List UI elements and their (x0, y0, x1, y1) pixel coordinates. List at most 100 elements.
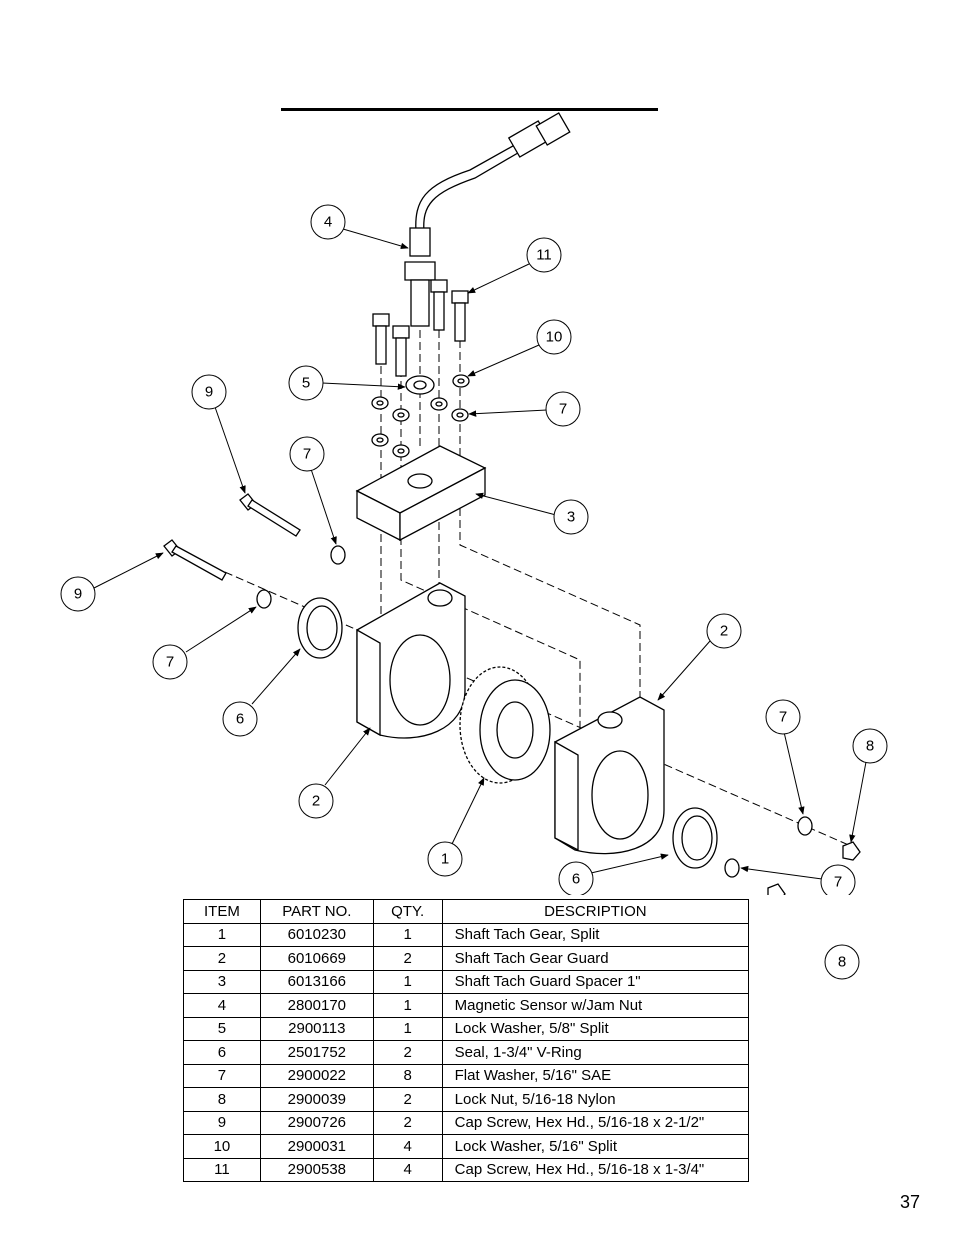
callout-balloon: 8 (852, 728, 888, 764)
header-item: ITEM (183, 899, 261, 924)
table-header-row: ITEM PART NO. QTY. DESCRIPTION (183, 899, 750, 924)
callout-balloon: 7 (152, 644, 188, 680)
callout-balloon: 9 (191, 374, 227, 410)
callout-balloon: 7 (765, 699, 801, 735)
cell-description: Cap Screw, Hex Hd., 5/16-18 x 1-3/4" (441, 1157, 750, 1182)
callout-label: 2 (720, 623, 728, 640)
cell-part-no: 2800170 (259, 993, 374, 1018)
lower-callout-layer: 8 (824, 944, 860, 980)
cell-qty: 2 (372, 1040, 443, 1065)
cell-part-no: 2501752 (259, 1040, 374, 1065)
callout-balloon: 10 (536, 319, 572, 355)
callout-balloon: 7 (820, 864, 856, 895)
callout-label: 7 (303, 446, 311, 463)
callout-balloon: 7 (289, 436, 325, 472)
cell-part-no: 2900538 (259, 1157, 374, 1182)
callout-label: 2 (312, 793, 320, 810)
cell-qty: 4 (372, 1134, 443, 1159)
callout-label: 1 (441, 851, 449, 868)
cell-qty: 2 (372, 946, 443, 971)
callout-balloon: 6 (558, 861, 594, 895)
callout-label: 4 (324, 214, 332, 231)
callout-label: 6 (572, 871, 580, 888)
cell-description: Shaft Tach Gear Guard (441, 946, 750, 971)
callout-label: 11 (536, 247, 552, 264)
cell-part-no: 2900726 (259, 1110, 374, 1135)
cell-description: Flat Washer, 5/16" SAE (441, 1063, 750, 1088)
bolt-centerline (459, 340, 641, 700)
callout-label: 10 (546, 329, 563, 346)
flat-washer-part (256, 589, 272, 609)
cell-description: Shaft Tach Gear, Split (441, 922, 750, 947)
cell-description: Lock Nut, 5/16-18 Nylon (441, 1087, 750, 1112)
callout-label: 7 (834, 874, 842, 891)
cell-qty: 8 (372, 1063, 443, 1088)
callout-balloon: 7 (545, 391, 581, 427)
cell-part-no: 2900039 (259, 1087, 374, 1112)
title-rule (281, 108, 658, 111)
bolt-centerline (400, 345, 581, 745)
cell-description: Seal, 1-3/4" V-Ring (441, 1040, 750, 1065)
header-part-no: PART NO. (259, 899, 374, 924)
cell-item: 9 (183, 1110, 261, 1135)
cell-qty: 2 (372, 1087, 443, 1112)
callout-balloon: 8 (824, 944, 860, 980)
cell-qty: 2 (372, 1110, 443, 1135)
cell-item: 4 (183, 993, 261, 1018)
flat-washer-part (330, 545, 346, 565)
callout-label: 3 (567, 509, 575, 526)
v-ring-seal-part (672, 807, 718, 869)
callout-label: 7 (779, 709, 787, 726)
callout-label: 6 (236, 711, 244, 728)
cell-item: 11 (183, 1157, 261, 1182)
cell-description: Lock Washer, 5/8" Split (441, 1016, 750, 1041)
cell-qty: 1 (372, 922, 443, 947)
callout-label: 8 (838, 954, 846, 971)
callout-label: 9 (74, 586, 82, 603)
lock-nut-part (767, 883, 786, 895)
cell-item: 5 (183, 1016, 261, 1041)
cell-part-no: 2900113 (259, 1016, 374, 1041)
callout-balloon: 6 (222, 701, 258, 737)
callout-label: 8 (866, 738, 874, 755)
cell-item: 6 (183, 1040, 261, 1065)
magnetic-sensor-part (404, 112, 571, 327)
header-qty: QTY. (372, 899, 443, 924)
callout-balloon: 3 (553, 499, 589, 535)
gear-guard-part (356, 582, 466, 739)
callout-label: 9 (205, 384, 213, 401)
washer-stack-part (371, 374, 470, 458)
cell-item: 1 (183, 922, 261, 947)
callout-balloon: 11 (526, 237, 562, 273)
callout-balloon: 5 (288, 365, 324, 401)
page-number: 37 (900, 1192, 921, 1212)
cell-part-no: 2900022 (259, 1063, 374, 1088)
cell-description: Shaft Tach Guard Spacer 1" (441, 969, 750, 994)
cell-description: Lock Washer, 5/16" Split (441, 1134, 750, 1159)
flat-washer-part (724, 858, 740, 878)
gear-guard-part (554, 696, 665, 855)
callout-balloon: 9 (60, 576, 96, 612)
cell-part-no: 6010669 (259, 946, 374, 971)
cell-qty: 4 (372, 1157, 443, 1182)
callout-balloon: 1 (427, 841, 463, 877)
header-description: DESCRIPTION (441, 899, 750, 924)
callout-label: 7 (166, 654, 174, 671)
cell-part-no: 2900031 (259, 1134, 374, 1159)
guard-spacer-part (355, 445, 487, 542)
cap-screw-long-part (163, 493, 301, 581)
callout-balloon: 4 (310, 204, 346, 240)
cell-item: 3 (183, 969, 261, 994)
flat-washer-part (797, 816, 813, 836)
cell-qty: 1 (372, 969, 443, 994)
